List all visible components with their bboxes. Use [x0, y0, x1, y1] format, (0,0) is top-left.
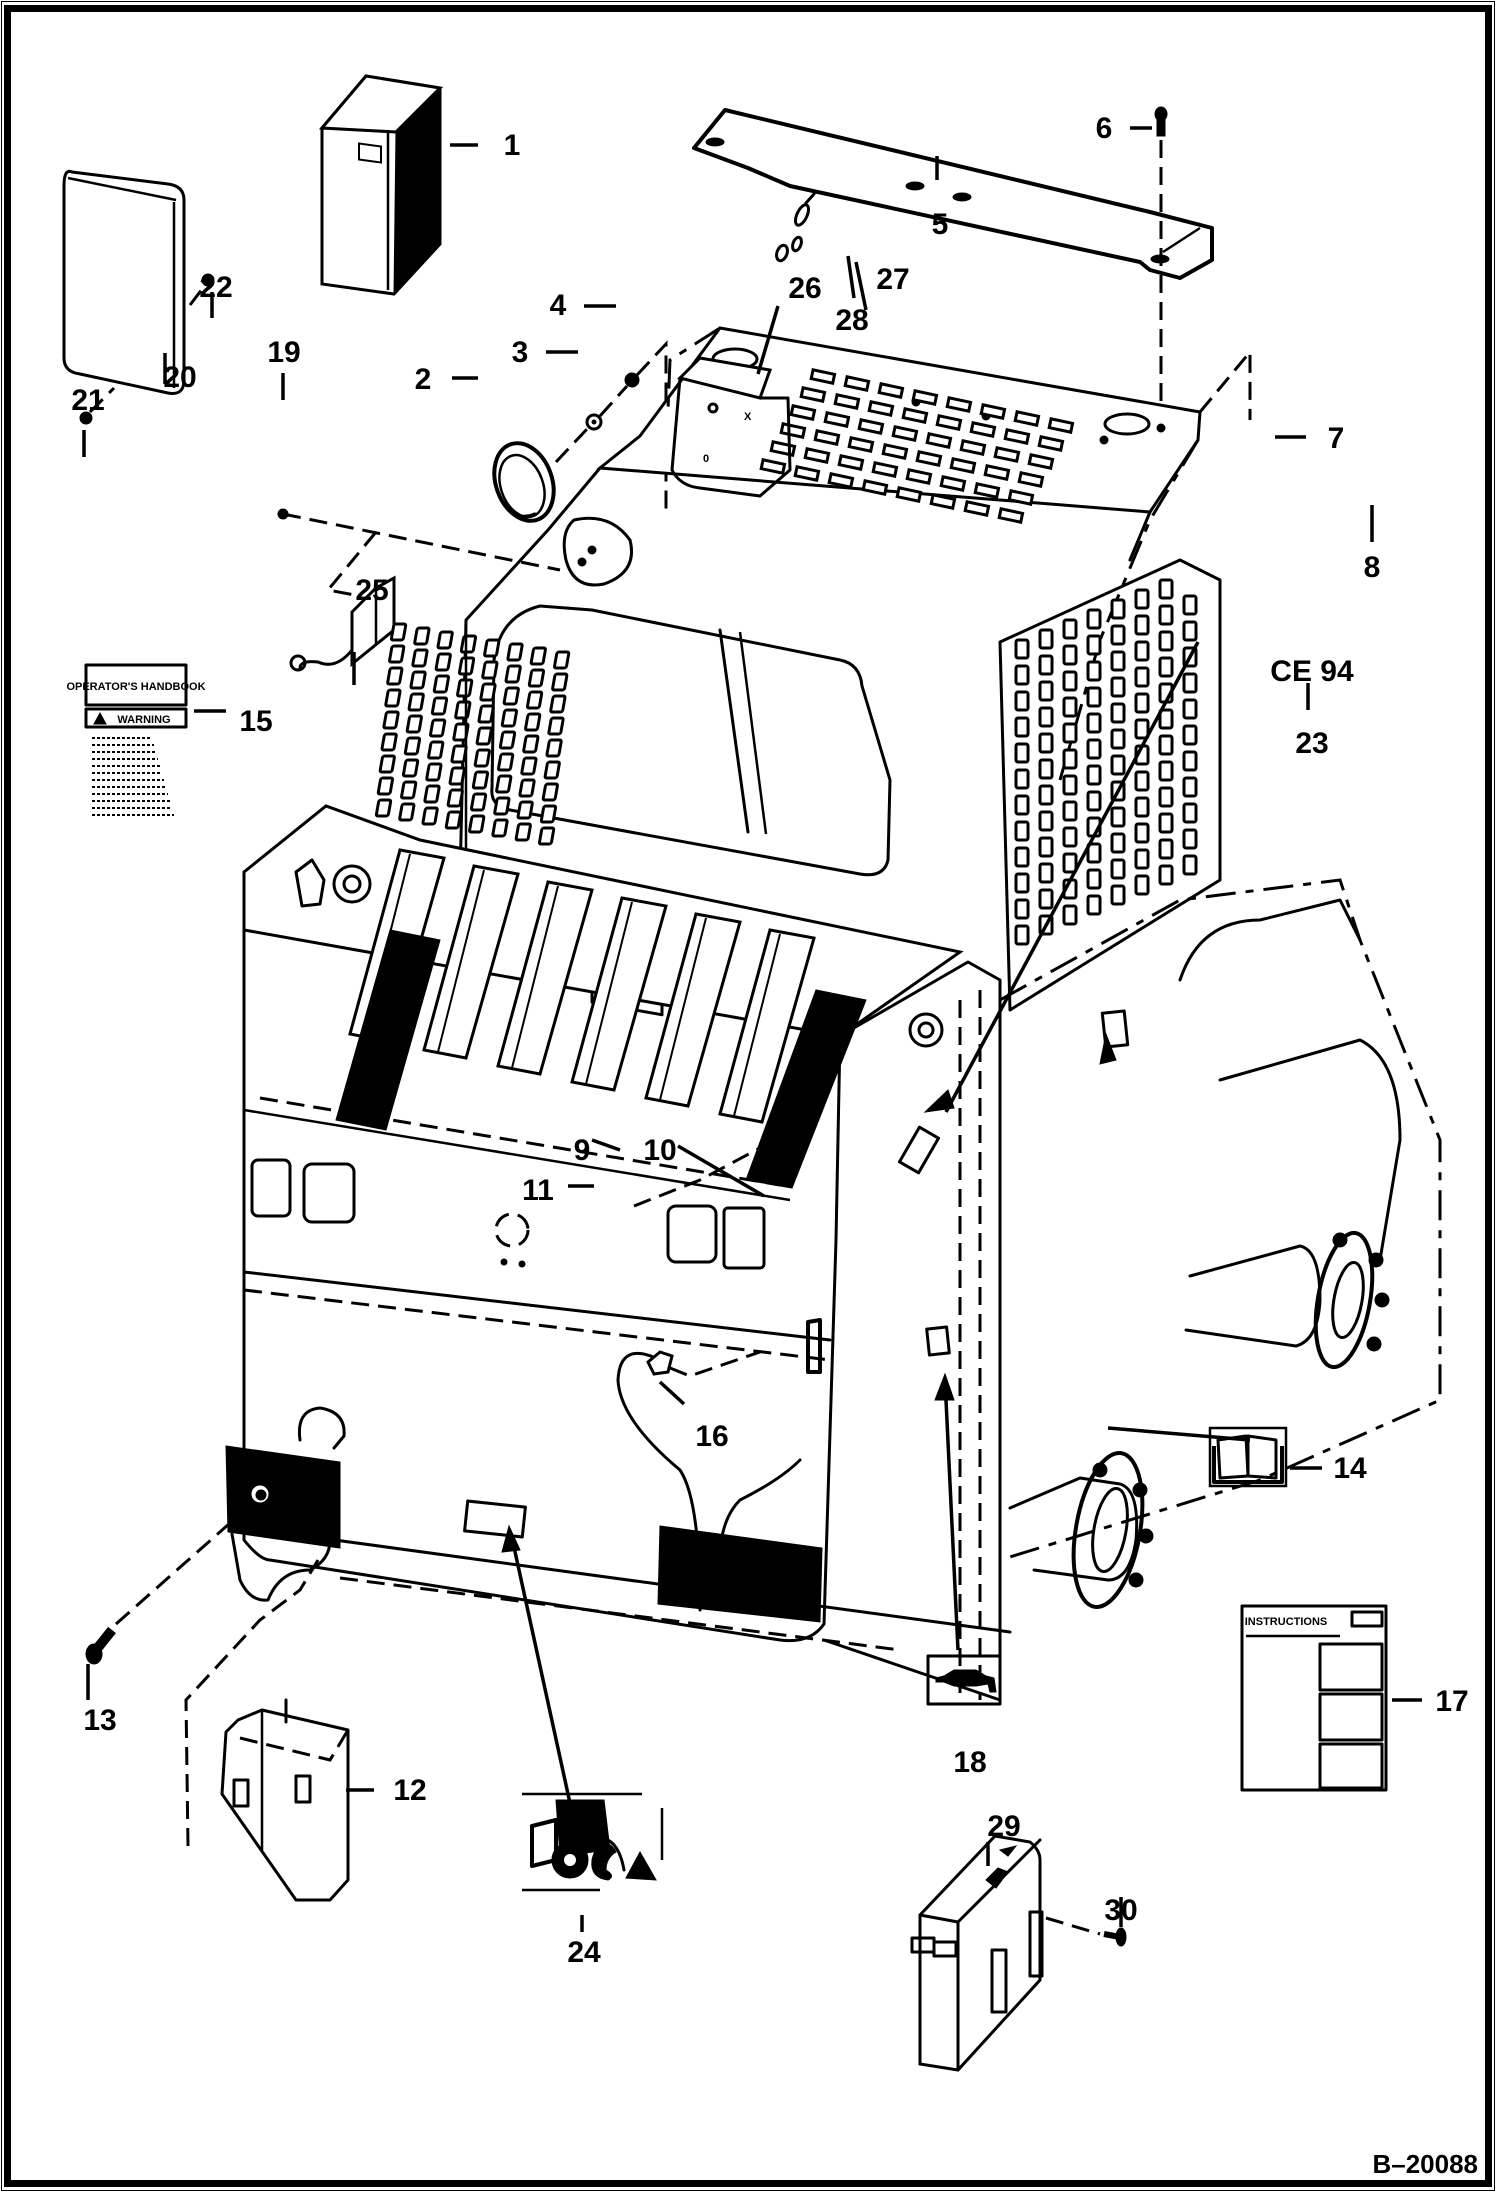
callout-19: 19 [267, 336, 300, 369]
dome-light-part [492, 441, 556, 523]
main-frame [225, 804, 1442, 1702]
callout-24: 24 [567, 1936, 601, 1969]
operator-manual-decal-part [1208, 1426, 1288, 1488]
callout-30: 30 [1104, 1894, 1137, 1927]
screw-30-part [1045, 1916, 1127, 1947]
callout-9: 9 [574, 1134, 591, 1167]
loader-silhouette-decal-part [522, 1792, 664, 1892]
callout-29: 29 [987, 1810, 1020, 1843]
callout-17: 17 [1435, 1685, 1468, 1718]
callout-18: 18 [953, 1746, 986, 1779]
battery-part [318, 74, 444, 296]
clip-28-part [775, 235, 803, 263]
callout-15: 15 [239, 705, 272, 738]
callout-28: 28 [835, 304, 868, 337]
figure-id: B–20088 [1372, 2149, 1478, 2179]
front-axle-hub [1008, 1450, 1154, 1610]
callout-2: 2 [415, 363, 432, 396]
callout-16: 16 [695, 1420, 728, 1453]
callout-4: 4 [550, 289, 567, 322]
callout-26: 26 [788, 272, 821, 305]
svg-text:X: X [744, 411, 752, 423]
callout-7: 7 [1328, 422, 1345, 455]
warning-decal-header: OPERATOR'S HANDBOOK [66, 681, 205, 693]
step-bracket-12-part [220, 1698, 350, 1902]
tool-box-part [910, 1834, 1044, 2072]
callout-13: 13 [83, 1704, 116, 1737]
instructions-decal-title: INSTRUCTIONS [1245, 1616, 1328, 1628]
callout-20: 20 [163, 361, 196, 394]
callout-3: 3 [512, 336, 529, 369]
warning-decal-title: WARNING [117, 714, 170, 726]
side-screen-mesh [1014, 578, 1198, 946]
top-bracket-bar-part [692, 108, 1214, 280]
leader-lines [82, 126, 1422, 1932]
svg-text:0: 0 [703, 453, 709, 465]
cover-pad-part [62, 169, 186, 395]
screw-22-part [201, 273, 215, 287]
callout-6: 6 [1096, 112, 1113, 145]
operator-cab: X 0 [374, 326, 1252, 1017]
clip-27-part [794, 192, 816, 227]
callout-10: 10 [643, 1134, 676, 1167]
light-switch-25-part [289, 575, 396, 672]
callout-23: 23 [1295, 727, 1328, 760]
rear-axle-hub [1184, 1230, 1390, 1370]
callout-27: 27 [876, 263, 909, 296]
callout-labels: 1 2 3 4 5 6 7 8 9 10 11 12 13 14 15 16 1… [71, 112, 1478, 2179]
callout-1: 1 [504, 129, 521, 162]
callout-14: 14 [1333, 1452, 1367, 1485]
muffler-decal-part [926, 1654, 1002, 1706]
bolt-13-part [85, 1626, 116, 1665]
callout-21: 21 [71, 384, 104, 417]
nut-4-part [624, 372, 640, 388]
callout-22: 22 [199, 271, 232, 304]
front-screen-mesh [374, 622, 571, 846]
ce-mark-label: CE 94 [1270, 655, 1354, 688]
callout-5: 5 [932, 208, 949, 241]
callout-11: 11 [522, 1174, 554, 1207]
callout-25: 25 [355, 574, 388, 607]
bolt-6-part [1154, 106, 1168, 137]
callout-12: 12 [393, 1774, 426, 1807]
roof-vent-grid [759, 368, 1075, 524]
callout-8: 8 [1364, 551, 1381, 584]
instructions-decal-part: INSTRUCTIONS [1240, 1604, 1388, 1792]
screw-21-part [79, 411, 93, 425]
diagram-border [4, 5, 1492, 2187]
warning-decal-part: OPERATOR'S HANDBOOK WARNING [66, 663, 206, 816]
